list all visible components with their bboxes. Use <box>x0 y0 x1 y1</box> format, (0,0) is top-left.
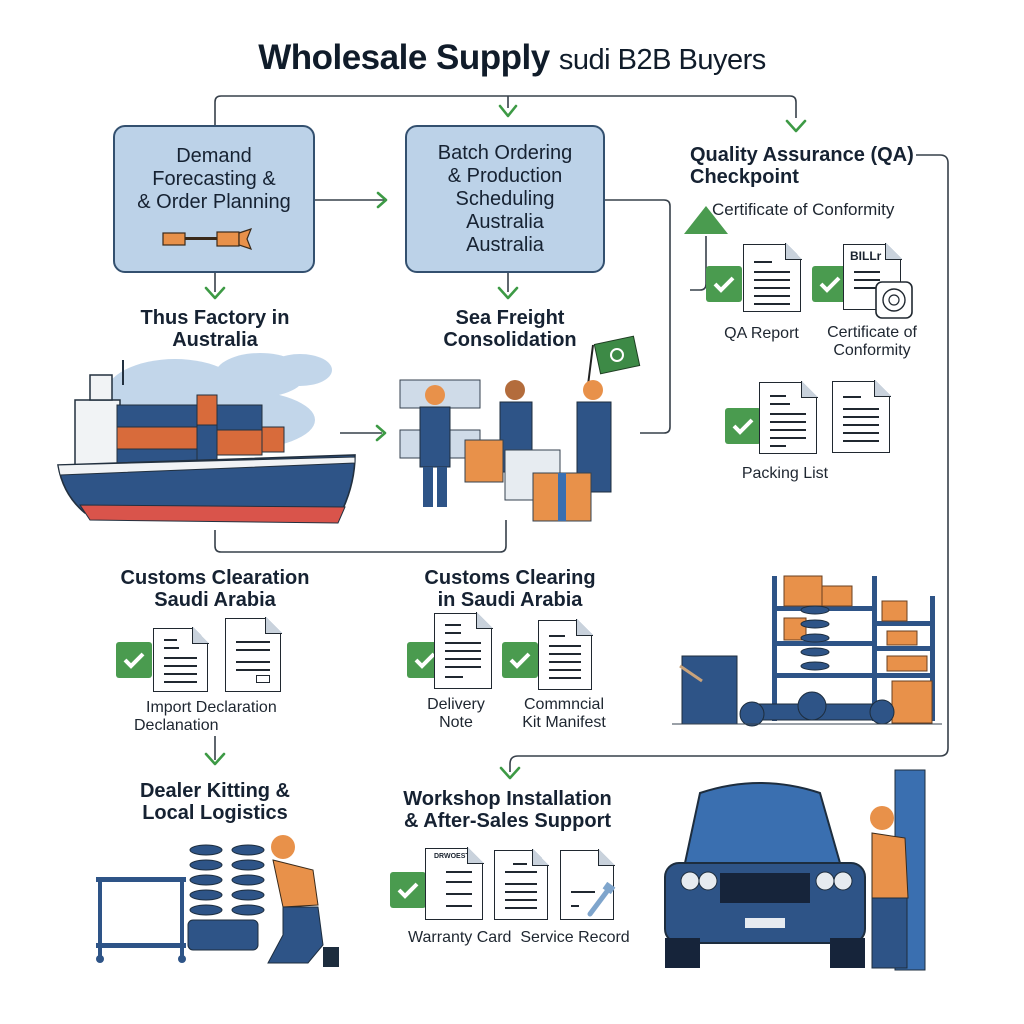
certificate-header: BILLr <box>850 249 882 263</box>
heading-line: Customs Clearation <box>120 567 310 589</box>
warehouse-illustration <box>672 575 942 727</box>
wrench-icon <box>162 227 253 250</box>
customs-clearation-heading: Customs Clearation Saudi Arabia <box>110 567 320 611</box>
heading-line: Checkpoint <box>690 166 799 188</box>
batch-ordering-box[interactable]: Batch Ordering & Production Scheduling A… <box>405 125 605 273</box>
commercial-manifest-document-icon <box>538 619 593 690</box>
heading-line: Workshop Installation <box>403 788 612 810</box>
box-line: Australia <box>466 210 544 233</box>
dealer-kitting-heading: Dealer Kitting & Local Logistics <box>110 780 320 824</box>
checkmark-icon <box>706 266 742 302</box>
box-line: Batch Ordering <box>437 141 573 164</box>
heading-line: in Saudi Arabia <box>437 589 583 611</box>
warranty-service-label: Warranty Card Service Record <box>408 929 630 946</box>
freight-heading: Sea Freight Consolidation <box>420 307 600 351</box>
heading-line: & After-Sales Support <box>403 810 612 832</box>
warranty-card-document-icon: DRWOESTR <box>425 847 484 920</box>
checkmark-icon <box>390 872 426 908</box>
arrow-down-icon <box>204 752 226 766</box>
arrow-down-icon <box>204 286 226 300</box>
heading-line: Dealer Kitting & <box>139 780 291 802</box>
mechanic-suv-illustration <box>664 769 926 971</box>
flag-icon <box>593 335 641 375</box>
service-record-document-icon <box>494 849 549 920</box>
box-line: Scheduling <box>455 187 555 210</box>
batch-to-freight-connector <box>605 199 671 434</box>
box-line: & Production <box>447 164 563 187</box>
checkmark-icon <box>502 642 538 678</box>
label-line: Commncial <box>523 696 604 713</box>
heading-line: Australia <box>172 329 258 351</box>
document-icon <box>225 617 282 692</box>
pen-icon <box>587 882 616 917</box>
checkmark-icon <box>725 408 761 444</box>
top-connector <box>214 95 797 125</box>
commercial-manifest-label: Commncial Kit Manifest <box>512 696 616 732</box>
customs-clearing-heading: Customs Clearing in Saudi Arabia <box>410 567 610 611</box>
workers-cargo-illustration <box>399 335 641 522</box>
certificate-label: Certificate of Conformity <box>818 324 926 360</box>
box-line: Australia <box>466 233 544 256</box>
delivery-note-label: Delivery Note <box>416 696 496 732</box>
heading-line: Quality Assurance (QA) <box>690 144 914 166</box>
import-declaration-label: Import Declaration <box>146 699 277 716</box>
certificate-label-text: Certificate of Conformity <box>827 324 917 359</box>
triangle-up-icon <box>684 206 728 234</box>
factory-heading: Thus Factory in Australia <box>110 307 320 351</box>
heading-line: Thus Factory in <box>140 307 290 329</box>
arrow-down-icon <box>498 104 518 118</box>
box-line: & Order Planning <box>137 190 291 213</box>
document-icon <box>832 380 891 453</box>
warranty-header: DRWOESTR <box>434 853 475 860</box>
heading-line: Customs Clearing <box>424 567 596 589</box>
qa-subtitle: Certificate of Conformity <box>712 200 895 219</box>
qa-heading: Quality Assurance (QA) Checkpoint <box>690 144 920 188</box>
heading-line: Sea Freight <box>455 307 565 329</box>
arrow-down-icon <box>785 119 807 133</box>
arrow-right-icon <box>376 191 388 209</box>
heading-line: Local Logistics <box>142 802 288 824</box>
title-main: Wholesale Supply <box>258 38 550 77</box>
demand-forecasting-box[interactable]: Demand Forecasting & & Order Planning <box>113 125 315 273</box>
container-ship-illustration <box>57 353 356 524</box>
packing-list-label: Packing List <box>741 465 829 482</box>
label-line: Note <box>439 714 473 731</box>
page-title: Wholesale Supply sudi B2B Buyers <box>0 38 1024 78</box>
box-line: Demand <box>176 144 252 167</box>
qa-report-label: QA Report <box>724 325 799 342</box>
arrow-down-icon <box>499 766 521 780</box>
label-line: Delivery <box>427 696 485 713</box>
declaration-label: Declanation <box>134 717 219 734</box>
ship-loop-connector <box>214 520 507 553</box>
import-declaration-document-icon <box>153 627 209 692</box>
mechanic-springs-illustration <box>96 835 339 967</box>
box-line: Forecasting & <box>152 167 276 190</box>
checkmark-icon <box>812 266 848 302</box>
workshop-heading: Workshop Installation & After-Sales Supp… <box>395 788 620 832</box>
delivery-note-document-icon <box>434 612 493 689</box>
heading-line: Saudi Arabia <box>154 589 276 611</box>
seal-stamp-icon <box>875 281 913 319</box>
label-line: Kit Manifest <box>522 714 606 731</box>
heading-line: Consolidation <box>443 329 577 351</box>
arrow-right-icon <box>375 424 387 442</box>
qa-report-document-icon <box>743 243 802 312</box>
title-sub: sudi B2B Buyers <box>558 44 766 76</box>
qa-to-workshop-connector <box>509 154 949 772</box>
checkmark-icon <box>116 642 152 678</box>
packing-list-document-icon <box>759 381 818 454</box>
arrow-down-icon <box>497 286 519 300</box>
